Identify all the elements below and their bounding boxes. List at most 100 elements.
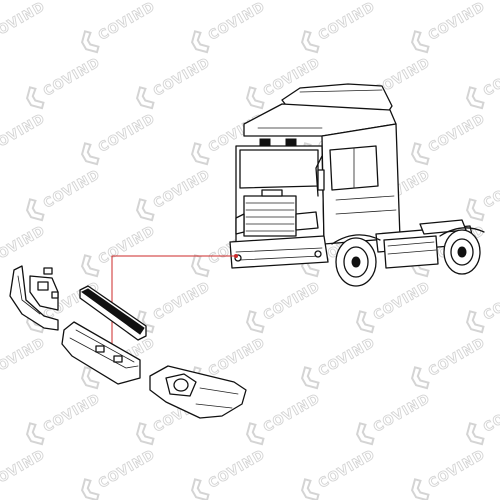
watermark-tile: COVIND <box>135 55 214 110</box>
covind-logo-icon <box>410 30 430 54</box>
watermark-tile: COVIND <box>25 167 104 222</box>
watermark-text: COVIND <box>316 0 378 44</box>
watermark-text: COVIND <box>481 279 500 323</box>
covind-logo-icon <box>190 30 210 54</box>
watermark-tile: COVIND <box>80 447 159 500</box>
covind-logo-icon <box>410 478 430 500</box>
roof-light-right <box>285 138 297 146</box>
truck-illustration <box>229 83 485 287</box>
watermark-text: COVIND <box>96 0 158 44</box>
covind-logo-icon <box>80 478 100 500</box>
grille <box>243 195 297 237</box>
watermark-text: COVIND <box>261 279 323 323</box>
part-bumper-cover-centre <box>61 321 141 385</box>
watermark-tile: COVIND <box>355 279 434 334</box>
rear-wheel <box>443 229 481 275</box>
leader-anchor <box>234 254 238 258</box>
watermark-text: COVIND <box>41 55 103 99</box>
watermark-tile: COVIND <box>245 279 324 334</box>
covind-logo-icon <box>80 30 100 54</box>
watermark-text: COVIND <box>151 279 213 323</box>
watermark-tile: COVIND <box>0 447 49 492</box>
watermark-text: COVIND <box>0 111 48 155</box>
watermark-text: COVIND <box>96 447 158 491</box>
covind-logo-icon <box>190 142 210 166</box>
covind-logo-icon <box>25 86 45 110</box>
covind-logo-icon <box>80 254 100 278</box>
watermark-text: COVIND <box>0 335 48 379</box>
covind-logo-icon <box>80 142 100 166</box>
watermark-tile: COVIND <box>465 279 500 334</box>
watermark-tile: COVIND <box>25 391 104 446</box>
watermark-tile: COVIND <box>410 335 489 390</box>
watermark-tile: COVIND <box>410 447 489 500</box>
watermark-text: COVIND <box>41 391 103 435</box>
watermark-tile: COVIND <box>300 335 379 390</box>
covind-logo-icon <box>245 310 265 334</box>
watermark-tile: COVIND <box>0 335 49 380</box>
roof-light-left <box>259 138 271 146</box>
headlight-left <box>235 213 245 235</box>
watermark-text: COVIND <box>481 55 500 99</box>
watermark-text: COVIND <box>371 279 433 323</box>
part-bumper-end-left <box>9 265 59 331</box>
covind-logo-icon <box>135 198 155 222</box>
watermark-text: COVIND <box>151 167 213 211</box>
watermark-text: COVIND <box>261 391 323 435</box>
windshield <box>239 149 319 189</box>
watermark-text: COVIND <box>316 447 378 491</box>
watermark-text: COVIND <box>96 111 158 155</box>
watermark-tile: COVIND <box>80 111 159 166</box>
covind-logo-icon <box>300 366 320 390</box>
watermark-text: COVIND <box>481 391 500 435</box>
watermark-text: COVIND <box>206 335 268 379</box>
watermark-tile: COVIND <box>300 0 379 54</box>
watermark-tile: COVIND <box>300 447 379 500</box>
watermark-text: COVIND <box>0 223 48 267</box>
covind-logo-icon <box>355 310 375 334</box>
watermark-text: COVIND <box>481 167 500 211</box>
watermark-tile: COVIND <box>0 223 49 268</box>
watermark-tile: COVIND <box>80 0 159 54</box>
headlight-right <box>295 211 319 231</box>
covind-logo-icon <box>465 86 485 110</box>
watermark-text: COVIND <box>96 223 158 267</box>
watermark-text: COVIND <box>426 111 488 155</box>
covind-logo-icon <box>465 198 485 222</box>
covind-logo-icon <box>465 422 485 446</box>
watermark-tile: COVIND <box>245 391 324 446</box>
watermark-text: COVIND <box>206 447 268 491</box>
covind-logo-icon <box>465 310 485 334</box>
watermark-tile: COVIND <box>465 167 500 222</box>
covind-logo-icon <box>80 366 100 390</box>
watermark-tile: COVIND <box>410 0 489 54</box>
part-bumper-corner-right <box>149 365 247 419</box>
watermark-text: COVIND <box>426 0 488 44</box>
covind-logo-icon <box>355 422 375 446</box>
watermark-tile: COVIND <box>190 447 269 500</box>
watermark-text: COVIND <box>316 335 378 379</box>
covind-logo-icon <box>245 422 265 446</box>
watermark-tile: COVIND <box>465 391 500 446</box>
mirror <box>317 169 325 191</box>
covind-logo-icon <box>25 198 45 222</box>
covind-logo-icon <box>245 86 265 110</box>
watermark-tile: COVIND <box>0 111 49 156</box>
covind-logo-icon <box>190 478 210 500</box>
covind-logo-icon <box>410 142 430 166</box>
watermark-tile: COVIND <box>0 0 49 44</box>
front-wheel <box>335 237 377 287</box>
front-bumper <box>229 235 329 269</box>
watermark-text: COVIND <box>426 335 488 379</box>
watermark-tile: COVIND <box>135 167 214 222</box>
watermark-tile: COVIND <box>355 391 434 446</box>
watermark-text: COVIND <box>151 55 213 99</box>
watermark-text: COVIND <box>206 0 268 44</box>
watermark-text: COVIND <box>0 0 48 44</box>
watermark-text: COVIND <box>371 391 433 435</box>
covind-logo-icon <box>25 422 45 446</box>
covind-logo-icon <box>135 86 155 110</box>
covind-logo-icon <box>300 478 320 500</box>
watermark-text: COVIND <box>41 167 103 211</box>
